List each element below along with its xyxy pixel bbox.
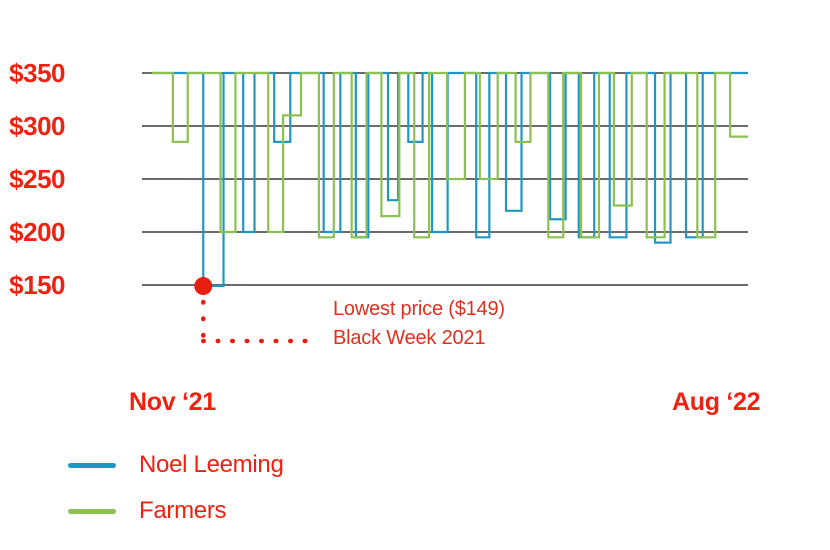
- x-axis-label-end: Aug ‘22: [672, 388, 761, 416]
- series-line-farmers: [152, 71, 748, 239]
- legend-label-farmers: Farmers: [139, 497, 227, 524]
- legend-label-noel-leeming: Noel Leeming: [139, 451, 284, 478]
- y-axis-label-200: $200: [9, 217, 65, 247]
- y-axis-label-250: $250: [9, 164, 65, 194]
- annotation-line-1: Lowest price ($149): [333, 298, 505, 320]
- legend-swatch-farmers: [68, 509, 116, 514]
- series-lines: [152, 71, 748, 288]
- y-axis-label-350: $350: [9, 58, 65, 88]
- lowest-price-marker-dot: [194, 277, 213, 296]
- x-axis-label-start: Nov ‘21: [129, 388, 216, 416]
- annotation-line-2: Black Week 2021: [333, 327, 486, 349]
- annotation-marker: [194, 277, 310, 344]
- y-axis-label-150: $150: [9, 270, 65, 300]
- series-line-noel-leeming: [152, 71, 748, 288]
- legend-swatch-noel-leeming: [68, 463, 116, 468]
- y-axis-label-300: $300: [9, 111, 65, 141]
- gridlines: [142, 72, 748, 286]
